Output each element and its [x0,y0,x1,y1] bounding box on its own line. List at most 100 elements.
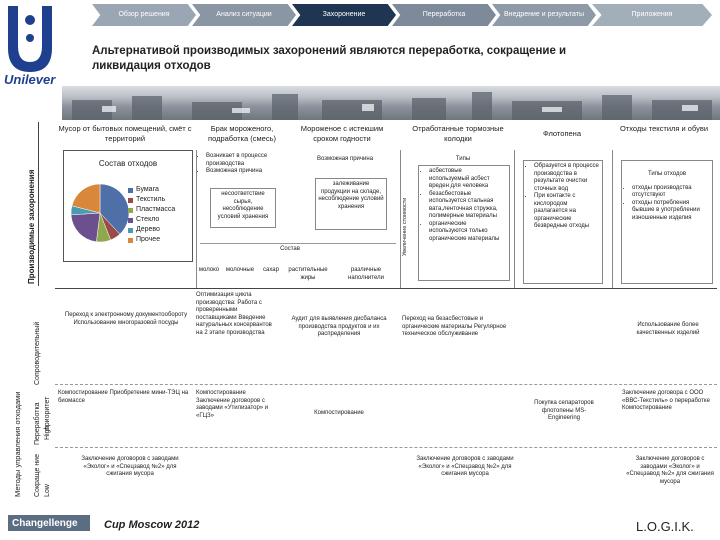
chart-title: Состав отходов [98,159,158,168]
bullet-text: отходы производства отсутствуют [632,185,710,200]
row3-icecream-defect: Компостирование Заключение договоров с з… [196,390,269,419]
cup-label: Cup Moscow 2012 [104,519,200,531]
row4-household: Заключение договоров с заводами «Эколог»… [81,456,179,477]
tab-overview[interactable]: Обзор решения [92,4,196,26]
tab-label: Переработка [422,11,466,18]
row-divider [55,447,717,448]
legend-label: Текстиль [136,196,166,203]
side-label-low: Low [44,484,51,497]
side-label-processing: Переработка [34,402,41,445]
textile-box: Типы отходов отходы производства отсутст… [621,160,713,284]
tab-analysis[interactable]: Анализ ситуации [192,4,296,26]
page-title: Альтернативой производимых захоронений я… [92,45,567,72]
row-divider [55,384,717,385]
side-label-priority: приоритет [44,396,51,430]
side-label-burial: Производимые захоронения [27,169,36,284]
changellenge-logo: Changellenge [8,515,90,531]
bullet-text: используемый асбест вреден для человека [429,175,490,190]
legend-label: Пластмасса [136,206,176,213]
tab-label: Приложения [631,11,673,18]
composition-item: сахар [263,267,279,273]
pie-slice [70,212,101,243]
flotopena-box: Образуется в процессе производства в рез… [523,160,603,284]
legend-swatch [128,237,133,243]
pie-chart [70,183,130,243]
bullet-text: Образуется в процессе производства в рез… [534,163,600,193]
possible-cause-heading: Возможная причина [316,156,374,162]
legend-item: Прочее [128,235,190,245]
bullet-text: отходы потребления бывшие в употреблении… [632,200,710,223]
tab-label: Анализ ситуации [216,11,272,18]
composition-label: Состав [280,246,300,252]
bullet-text: Возникает в процессе производства [206,153,284,168]
divider [514,150,515,288]
cause-box-raw: несоответствие сырья, несоблюдение услов… [210,188,276,228]
team-name: L.O.G.I.K. [636,519,694,534]
row2-expired: Аудит для выявления дисбаланса производс… [291,316,387,337]
row3-household: Компостирование Приобретение мини-ТЭЦ на… [58,390,189,404]
column-header-household: Мусор от бытовых помещений, смёт с терри… [58,124,192,143]
bullet-text: используются только органические материа… [429,228,500,242]
composition-item: молочные [225,267,255,273]
divider [196,150,197,288]
row4-textile: Заключение договоров с заводами «Эколог»… [626,456,714,485]
legend-swatch [128,207,133,213]
cause-box-storage: залеживание продукции на складе, несоблю… [315,178,387,230]
brake-types-box: асбестовые используемый асбест вреден дл… [418,165,510,281]
top-navigation: Обзор решения Анализ ситуации Захоронени… [92,4,716,26]
legend-label: Стекло [136,216,160,223]
composition-line [200,243,396,244]
column-header-expired-icecream: Мороженое с истекшим сроком годности [300,124,384,143]
bullet-text: асбестовые [429,168,507,176]
legend-item: Дерево [128,225,190,235]
composition-item: растительные жиры [288,267,328,281]
column-header-textile: Отходы текстиля и обуви [619,124,709,133]
composition-item: различные наполнители [348,267,384,281]
row2-brakes: Переход на безасбестовые и органические … [402,316,507,337]
row2-icecream-defect: Оптимизация цикла производства: Работа с… [196,292,272,336]
legend-swatch [128,187,133,193]
bullet-text: При контакте с кислородом разлагается на… [534,193,600,231]
textile-types-heading: Типы отходов [647,171,687,177]
legend-item: Стекло [128,215,190,225]
divider [612,150,613,288]
side-label-methods: Методы управления отходами [13,391,22,497]
legend-swatch [128,197,133,203]
cost-axis-label: Увеличение стоимости [402,197,408,256]
side-label-reduction: Сокраще ние [34,454,41,497]
side-label-supplier: Сопроводительный [34,321,41,385]
legend-swatch [128,217,133,223]
brake-types-heading: Типы [455,156,471,162]
row3-textile: Заключение договора с ООО «ВВС-Текстиль»… [622,390,710,411]
unilever-logo: Unilever [0,0,60,95]
tab-label: Обзор решения [118,11,170,18]
row3-expired: Компостирование [314,410,364,416]
tab-appendix[interactable]: Приложения [592,4,712,26]
icecream-bullets: Возникает в процессе производства Возмож… [198,153,284,176]
tab-burial[interactable]: Захоронение [292,4,396,26]
legend-swatch [128,227,133,233]
section-divider [55,288,717,289]
composition-item: молоко [198,267,220,273]
tab-implementation[interactable]: Внедрение и результаты [492,4,596,26]
tab-processing[interactable]: Переработка [392,4,496,26]
column-header-icecream-defect: Брак мороженого, подработка (смесь) [208,124,276,143]
column-header-flotopena: Флотопена [543,129,581,138]
bullet-text: Возможная причина [206,168,284,176]
row2-household: Переход к электронному документообороту … [64,312,188,326]
row3-flotopena: Покупка сепараторов флотопены MS-Enginee… [534,400,594,421]
legend-item: Пластмасса [128,205,190,215]
legend-label: Бумага [136,186,159,193]
pie-slice [99,183,130,235]
legend-item: Текстиль [128,195,190,205]
legend-label: Дерево [136,226,160,233]
legend-label: Прочее [136,236,161,243]
row4-brakes: Заключение договоров с заводами «Эколог»… [416,456,514,477]
bullet-text: безасбестовые [429,191,507,199]
landfill-photo [62,86,720,120]
divider [400,150,401,288]
pie-slice [71,183,101,214]
bullet-text: органические [429,221,507,229]
